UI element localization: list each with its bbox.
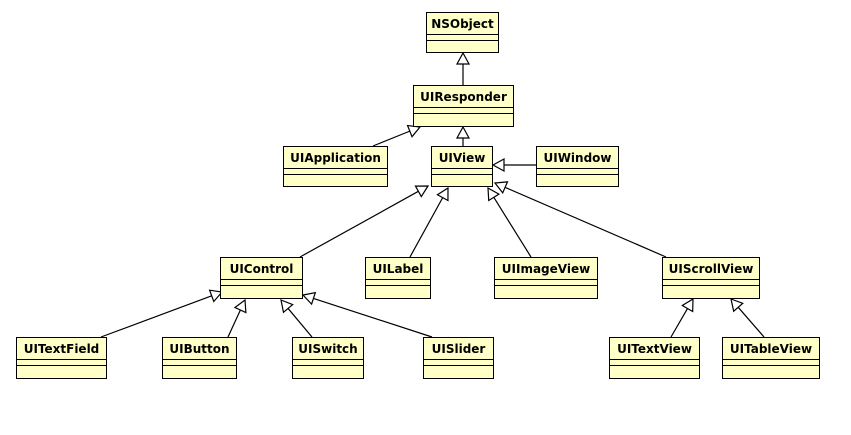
class-name-uiview: UIView — [432, 147, 492, 169]
class-operations-compartment — [537, 175, 618, 181]
generalization-arrowhead — [280, 299, 294, 314]
class-name-uiswitch: UISwitch — [293, 338, 363, 360]
inheritance-edge-uibutton-to-uicontrol — [227, 298, 247, 338]
inheritance-edge-uitextview-to-uiscrollview — [670, 297, 694, 338]
class-name-nsobject: NSObject — [427, 13, 498, 35]
class-name-uilabel: UILabel — [366, 258, 430, 280]
class-operations-compartment — [432, 175, 492, 181]
class-name-uitextfield: UITextField — [17, 338, 106, 360]
edge-line — [670, 308, 689, 338]
class-name-uiscrollview: UIScrollView — [663, 258, 759, 280]
inheritance-edge-uitableview-to-uiscrollview — [730, 298, 765, 338]
inheritance-edge-uicontrol-to-uiview — [299, 185, 430, 258]
generalization-arrowhead — [681, 297, 694, 313]
class-name-uislider: UISlider — [424, 338, 493, 360]
generalization-arrowhead — [436, 186, 449, 202]
edge-line — [737, 306, 765, 338]
class-attributes-compartment — [663, 280, 759, 286]
class-operations-compartment — [495, 286, 597, 292]
class-attributes-compartment — [537, 169, 618, 175]
class-box-uitextfield: UITextField — [16, 337, 107, 379]
class-box-uiresponder: UIResponder — [413, 85, 514, 127]
edge-line — [287, 308, 313, 338]
generalization-arrowhead — [491, 157, 505, 173]
class-name-uitextview: UITextView — [610, 338, 699, 360]
edge-line — [227, 309, 241, 338]
class-box-uilabel: UILabel — [365, 257, 431, 299]
class-name-uiapplication: UIApplication — [284, 147, 387, 169]
class-attributes-compartment — [427, 35, 498, 41]
generalization-arrowhead — [301, 291, 317, 306]
class-box-nsobject: NSObject — [426, 12, 499, 53]
generalization-arrowhead — [730, 298, 744, 313]
class-attributes-compartment — [723, 360, 819, 366]
inheritance-edge-uiimageview-to-uiview — [487, 186, 532, 258]
class-attributes-compartment — [495, 280, 597, 286]
class-operations-compartment — [723, 366, 819, 372]
class-box-uitextview: UITextView — [609, 337, 700, 379]
class-operations-compartment — [17, 366, 106, 372]
class-box-uibutton: UIButton — [162, 337, 237, 379]
class-attributes-compartment — [366, 280, 430, 286]
edge-line — [100, 295, 212, 338]
class-attributes-compartment — [163, 360, 236, 366]
class-operations-compartment — [163, 366, 236, 372]
class-attributes-compartment — [610, 360, 699, 366]
generalization-arrowhead — [455, 125, 471, 139]
class-attributes-compartment — [424, 360, 493, 366]
class-box-uiswitch: UISwitch — [292, 337, 364, 379]
class-name-uiimageview: UIImageView — [495, 258, 597, 280]
class-name-uiwindow: UIWindow — [537, 147, 618, 169]
inheritance-edge-uiscrollview-to-uiview — [493, 181, 667, 258]
edge-line — [409, 197, 444, 258]
generalization-arrowhead — [487, 186, 501, 202]
class-name-uibutton: UIButton — [163, 338, 236, 360]
class-attributes-compartment — [284, 169, 387, 175]
class-operations-compartment — [221, 286, 302, 292]
class-operations-compartment — [284, 175, 387, 181]
class-box-uiapplication: UIApplication — [283, 146, 388, 187]
class-box-uiwindow: UIWindow — [536, 146, 619, 187]
inheritance-edge-uiswitch-to-uicontrol — [280, 299, 313, 338]
inheritance-edge-uiresponder-to-nsobject — [455, 51, 471, 85]
class-name-uicontrol: UIControl — [221, 258, 302, 280]
generalization-arrowhead — [493, 181, 509, 195]
class-attributes-compartment — [432, 169, 492, 175]
edge-line — [504, 186, 667, 258]
class-operations-compartment — [663, 286, 759, 292]
edge-line — [493, 197, 532, 258]
inheritance-edge-uiwindow-to-uiview — [491, 157, 536, 173]
class-box-uiscrollview: UIScrollView — [662, 257, 760, 299]
class-box-uiimageview: UIImageView — [494, 257, 598, 299]
class-operations-compartment — [293, 366, 363, 372]
class-attributes-compartment — [414, 108, 513, 114]
generalization-arrowhead — [406, 124, 422, 138]
edge-line — [372, 130, 411, 147]
inheritance-edge-uitextfield-to-uicontrol — [100, 289, 224, 338]
class-attributes-compartment — [221, 280, 302, 286]
class-box-uiview: UIView — [431, 146, 493, 187]
class-box-uicontrol: UIControl — [220, 257, 303, 299]
generalization-arrowhead — [233, 298, 247, 314]
class-name-uitableview: UITableView — [723, 338, 819, 360]
class-attributes-compartment — [293, 360, 363, 366]
generalization-arrowhead — [414, 185, 430, 198]
class-box-uitableview: UITableView — [722, 337, 820, 379]
class-operations-compartment — [414, 114, 513, 120]
inheritance-edge-uislider-to-uicontrol — [301, 291, 433, 338]
class-operations-compartment — [610, 366, 699, 372]
inheritance-edge-uiview-to-uiresponder — [455, 125, 471, 146]
class-name-uiresponder: UIResponder — [414, 86, 513, 108]
class-box-uislider: UISlider — [423, 337, 494, 379]
edge-line — [299, 190, 419, 258]
class-operations-compartment — [366, 286, 430, 292]
inheritance-edge-uilabel-to-uiview — [409, 186, 449, 258]
generalization-arrowhead — [455, 51, 471, 65]
edge-line — [313, 297, 433, 338]
class-operations-compartment — [424, 366, 493, 372]
inheritance-edge-uiapplication-to-uiresponder — [372, 124, 422, 147]
class-attributes-compartment — [17, 360, 106, 366]
class-operations-compartment — [427, 41, 498, 47]
